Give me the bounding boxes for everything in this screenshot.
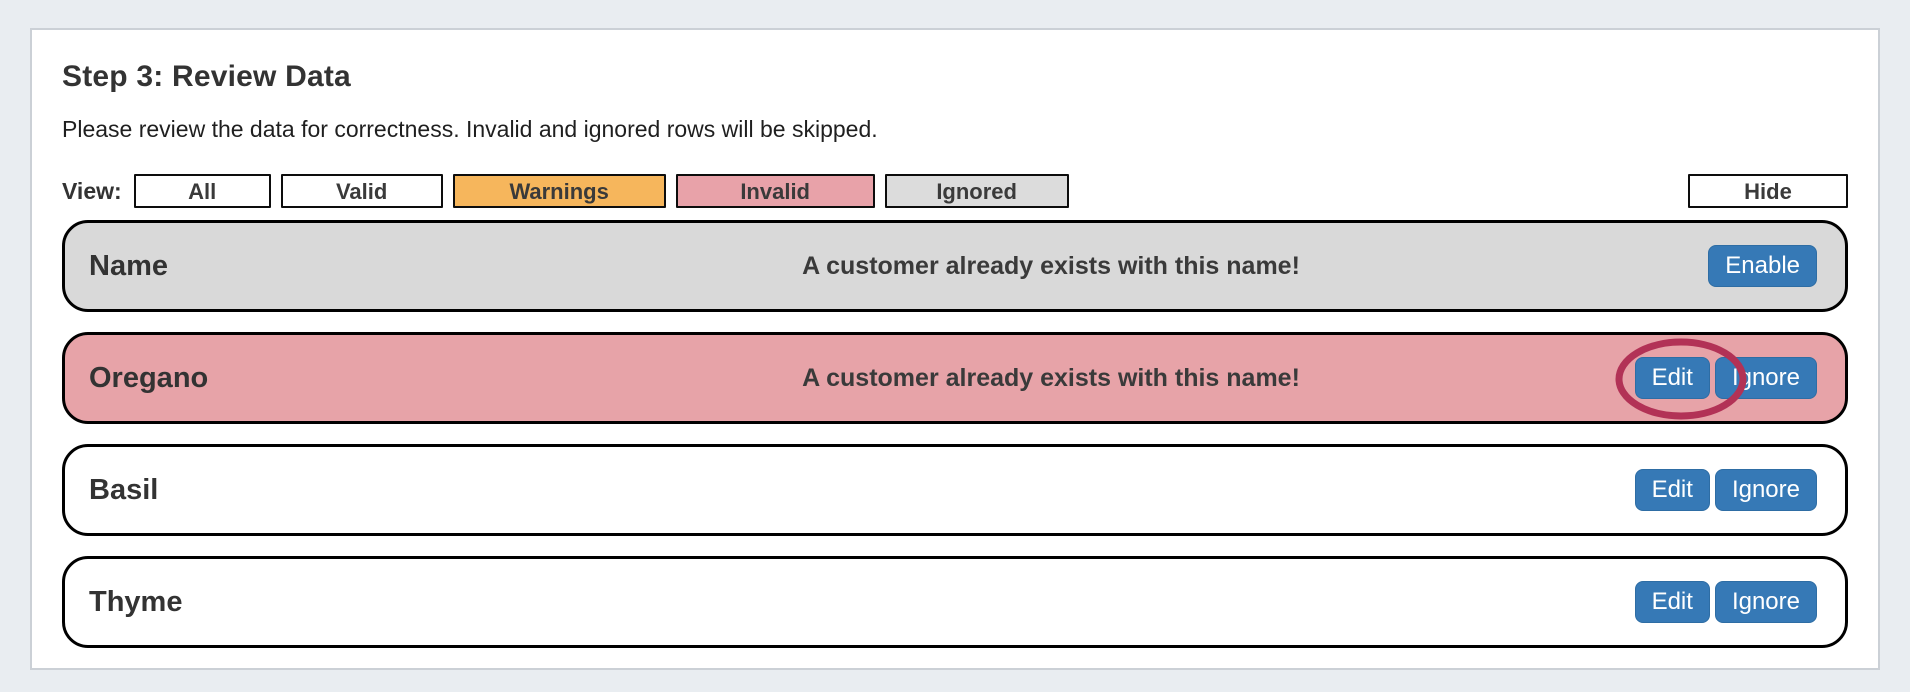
page-title: Step 3: Review Data <box>62 60 351 93</box>
view-label: View: <box>62 177 122 204</box>
row-warning-message: A customer already exists with this name… <box>802 363 1300 392</box>
row-actions: Edit Ignore <box>1634 581 1817 623</box>
row-title: Thyme <box>89 585 183 618</box>
ignore-button[interactable]: Ignore <box>1714 469 1817 511</box>
page-subtitle: Please review the data for correctness. … <box>62 116 878 142</box>
row-basil: Basil Edit Ignore <box>62 444 1848 536</box>
review-rows-list: Name A customer already exists with this… <box>62 220 1848 648</box>
row-oregano: Oregano A customer already exists with t… <box>62 332 1848 424</box>
panel-content: Step 3: Review Data Please review the da… <box>32 30 1878 648</box>
filter-all-button[interactable]: All <box>133 174 271 208</box>
row-warning-message: A customer already exists with this name… <box>802 251 1300 280</box>
edit-button[interactable]: Edit <box>1634 469 1710 511</box>
row-title: Oregano <box>89 361 209 394</box>
filter-valid-button[interactable]: Valid <box>280 174 443 208</box>
ignore-button[interactable]: Ignore <box>1714 357 1817 399</box>
filter-ignored-button[interactable]: Ignored <box>884 174 1069 208</box>
row-name: Name A customer already exists with this… <box>62 220 1848 312</box>
edit-button[interactable]: Edit <box>1634 357 1710 399</box>
row-actions: Edit Ignore <box>1634 469 1817 511</box>
filter-warnings-button[interactable]: Warnings <box>452 174 666 208</box>
row-title: Basil <box>89 473 159 506</box>
row-actions: Edit Ignore <box>1634 357 1817 399</box>
enable-button[interactable]: Enable <box>1708 245 1817 287</box>
hide-button[interactable]: Hide <box>1688 174 1848 208</box>
row-title: Name <box>89 249 168 282</box>
view-filter-bar: View: All Valid Warnings Invalid Ignored… <box>62 174 1848 208</box>
row-actions: Enable <box>1708 245 1817 287</box>
ignore-button[interactable]: Ignore <box>1714 581 1817 623</box>
row-thyme: Thyme Edit Ignore <box>62 556 1848 648</box>
edit-button[interactable]: Edit <box>1634 581 1710 623</box>
filter-invalid-button[interactable]: Invalid <box>675 174 875 208</box>
review-data-panel: Step 3: Review Data Please review the da… <box>30 28 1880 670</box>
